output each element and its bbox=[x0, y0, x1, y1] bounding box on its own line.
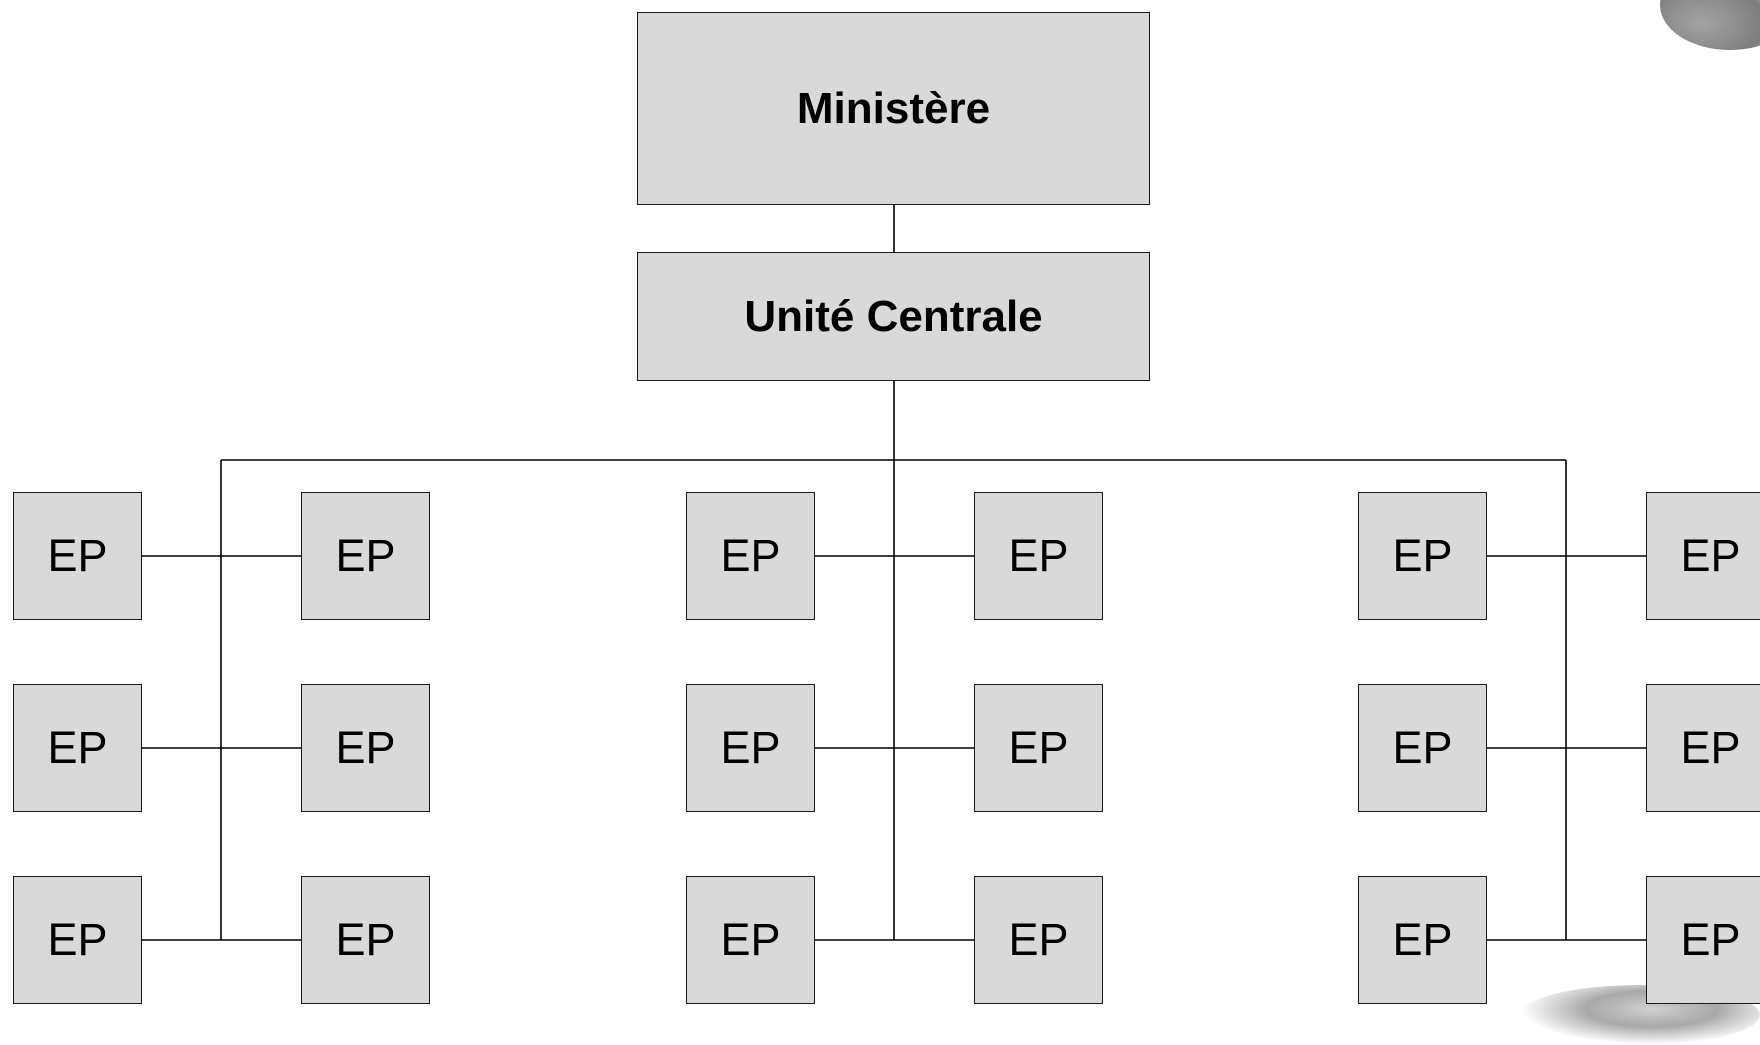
ep-label: EP bbox=[1680, 722, 1741, 773]
ep-label: EP bbox=[1392, 914, 1453, 965]
ep-box: EP bbox=[1358, 684, 1487, 812]
ep-box: EP bbox=[301, 876, 430, 1004]
org-chart-connectors bbox=[142, 205, 1646, 941]
ministere-label: Ministère bbox=[796, 83, 991, 133]
ep-label: EP bbox=[720, 722, 781, 773]
unite-centrale-label: Unité Centrale bbox=[744, 291, 1043, 341]
ep-label: EP bbox=[1008, 530, 1069, 581]
ep-label: EP bbox=[335, 722, 396, 773]
ep-box: EP bbox=[301, 684, 430, 812]
ep-box: EP bbox=[1358, 492, 1487, 620]
ep-label: EP bbox=[1392, 530, 1453, 581]
ep-label: EP bbox=[1008, 722, 1069, 773]
ep-label: EP bbox=[335, 530, 396, 581]
ep-label: EP bbox=[1680, 530, 1741, 581]
ep-label: EP bbox=[47, 914, 108, 965]
ep-label: EP bbox=[1008, 914, 1069, 965]
ep-box: EP bbox=[974, 684, 1103, 812]
ministere-box: Ministère bbox=[637, 12, 1150, 205]
ep-label: EP bbox=[1392, 722, 1453, 773]
unite-centrale-box: Unité Centrale bbox=[637, 252, 1150, 381]
ep-box: EP bbox=[13, 684, 142, 812]
ep-box: EP bbox=[974, 876, 1103, 1004]
ep-box: EP bbox=[13, 876, 142, 1004]
ep-label: EP bbox=[47, 722, 108, 773]
ep-box: EP bbox=[686, 492, 815, 620]
ep-box: EP bbox=[1358, 876, 1487, 1004]
ep-label: EP bbox=[1680, 914, 1741, 965]
ep-label: EP bbox=[335, 914, 396, 965]
ep-box: EP bbox=[301, 492, 430, 620]
ep-label: EP bbox=[47, 530, 108, 581]
ep-box: EP bbox=[13, 492, 142, 620]
ep-label: EP bbox=[720, 530, 781, 581]
ep-box: EP bbox=[1646, 492, 1760, 620]
ep-box: EP bbox=[1646, 876, 1760, 1004]
ep-label: EP bbox=[720, 914, 781, 965]
ep-box: EP bbox=[1646, 684, 1760, 812]
ep-box: EP bbox=[686, 876, 815, 1004]
ep-box: EP bbox=[974, 492, 1103, 620]
ep-box: EP bbox=[686, 684, 815, 812]
